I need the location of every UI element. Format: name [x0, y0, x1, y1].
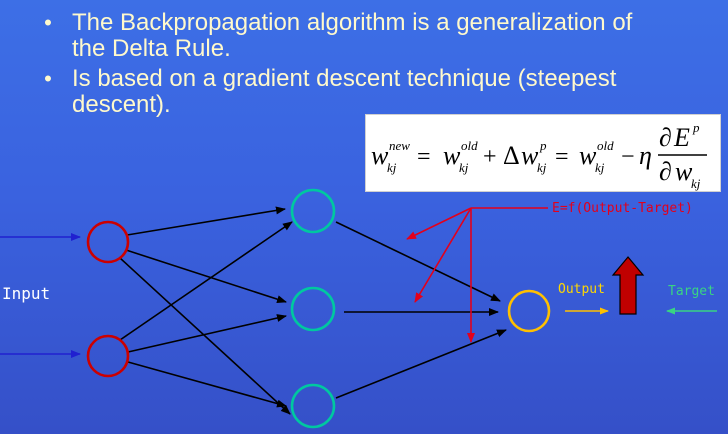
bullet-1-line-2: the Delta Rule. — [72, 35, 231, 62]
formula-sup-old-1: old — [461, 138, 478, 153]
formula-sup-new: new — [389, 138, 410, 153]
formula-box: w new kj = w old kj + Δ w p kj = w old k… — [365, 114, 721, 192]
formula-E: E — [673, 123, 690, 152]
formula-w-old-2: w — [579, 141, 597, 170]
error-label: E=f(Output-Target) — [552, 201, 693, 216]
formula-sub-kj-5: kj — [691, 176, 701, 191]
connection-i1-h3 — [119, 257, 291, 415]
connection-i1-h1 — [126, 206, 286, 236]
formula-sub-kj-1: kj — [387, 160, 397, 175]
formula-sup-old-2: old — [597, 138, 614, 153]
big-up-arrow-icon — [611, 256, 645, 315]
input-label: Input — [2, 284, 51, 303]
target-label: Target — [668, 284, 715, 299]
formula-w-new: w — [371, 141, 389, 170]
weight-update-formula: w new kj = w old kj + Δ w p kj = w old k… — [371, 120, 707, 191]
bullet-2-line-2: descent). — [72, 91, 171, 118]
formula-sup-p: p — [539, 138, 547, 153]
formula-w-old-1: w — [443, 141, 461, 170]
connection-h1-o — [335, 221, 501, 302]
formula-sup-p-E: p — [692, 120, 700, 135]
formula-partial-top: ∂ — [659, 123, 672, 152]
formula-eta: η — [639, 141, 652, 170]
formula-sub-kj-4: kj — [595, 160, 605, 175]
connection-i2-h2 — [127, 314, 287, 353]
hidden-neuron-1 — [290, 188, 336, 234]
formula-partial-bottom: ∂ — [659, 157, 672, 186]
formula-equals-1: = — [417, 144, 431, 170]
formula-sub-kj-3: kj — [537, 160, 547, 175]
connection-i1-h2 — [125, 249, 287, 304]
bullet-item-1: • The Backpropagation algorithm is a gen… — [0, 10, 728, 62]
formula-plus: + — [483, 144, 497, 170]
hidden-neuron-2 — [290, 286, 336, 332]
output-neuron — [507, 289, 551, 333]
formula-delta: Δ — [503, 141, 520, 170]
output-label: Output — [558, 282, 605, 297]
formula-equals-2: = — [555, 144, 569, 170]
hidden-neuron-3 — [290, 383, 336, 429]
bullet-list: • The Backpropagation algorithm is a gen… — [0, 10, 728, 122]
bullet-dot: • — [44, 66, 52, 91]
formula-minus: − — [621, 144, 635, 170]
input-neuron-1 — [86, 220, 130, 264]
bullet-2-line-1: Is based on a gradient descent technique… — [72, 65, 617, 92]
bullet-dot: • — [44, 10, 52, 35]
connection-i2-h3 — [127, 361, 287, 408]
formula-w-delta: w — [521, 141, 539, 170]
bullet-item-2: • Is based on a gradient descent techniq… — [0, 66, 728, 118]
error-arrow-2 — [414, 207, 472, 303]
error-arrow-1 — [406, 207, 472, 240]
connection-i2-h1 — [119, 221, 293, 341]
input-neuron-2 — [86, 334, 130, 378]
formula-w-denominator: w — [675, 157, 693, 186]
bullet-1-line-1: The Backpropagation algorithm is a gener… — [72, 9, 633, 36]
connection-h3-o — [335, 329, 507, 399]
formula-sub-kj-2: kj — [459, 160, 469, 175]
